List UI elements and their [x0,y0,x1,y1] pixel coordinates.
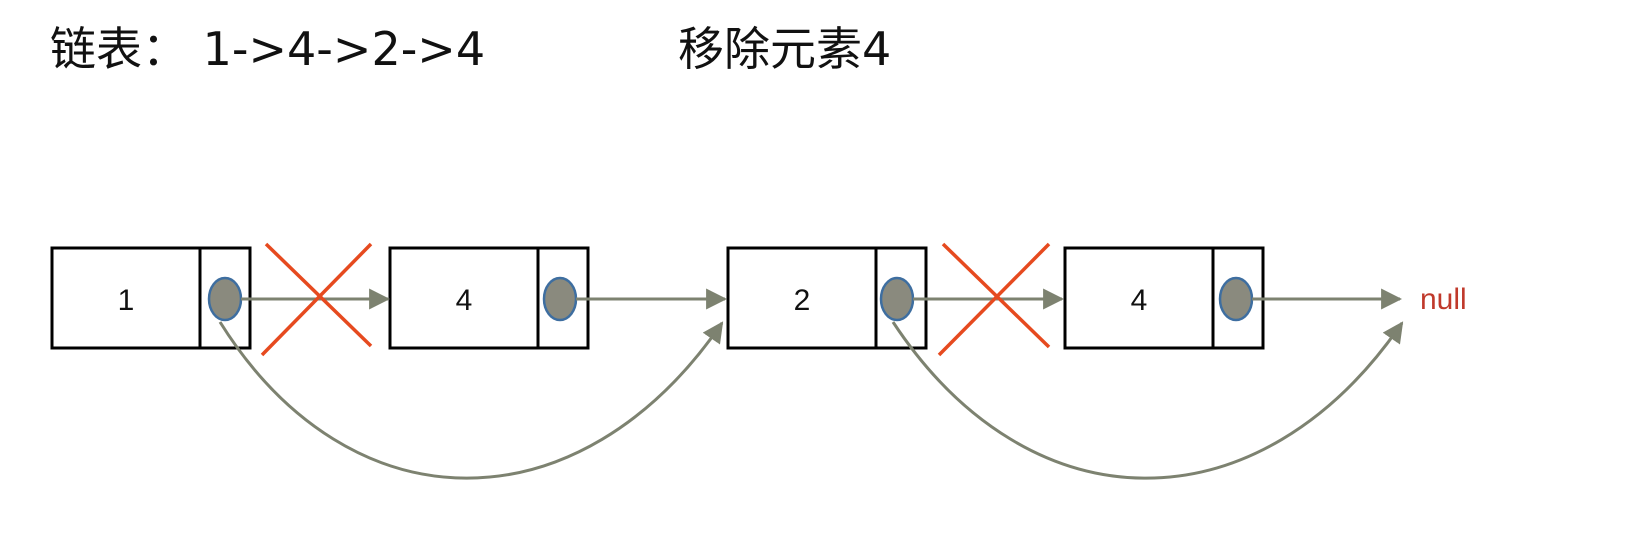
node-value-box [1063,246,1215,350]
list-node-1: 1 [50,246,252,350]
node-value: 4 [1131,284,1148,317]
pointer-dot [1218,276,1254,322]
bypass-arrow-1-to-3 [218,321,724,480]
list-node-3: 2 [726,246,928,350]
removed-link-cross-1 [260,242,373,357]
node-value: 1 [118,284,135,317]
list-node-4: 4 [1063,246,1265,350]
null-label: null [1420,283,1467,316]
pointer-dot [207,276,243,322]
removed-link-cross-2 [937,242,1051,357]
bypass-arrow-3-to-null [891,321,1404,480]
node-value: 4 [456,284,473,317]
pointer-dot [542,276,578,322]
pointer-dot [879,276,915,322]
node-value-box [726,246,878,350]
linked-list-title: 链表： 1->4->2->4 [50,22,486,76]
list-node-2: 4 [388,246,590,350]
operation-title: 移除元素4 [678,22,892,76]
node-value-box [50,246,202,350]
node-value: 2 [794,284,811,317]
